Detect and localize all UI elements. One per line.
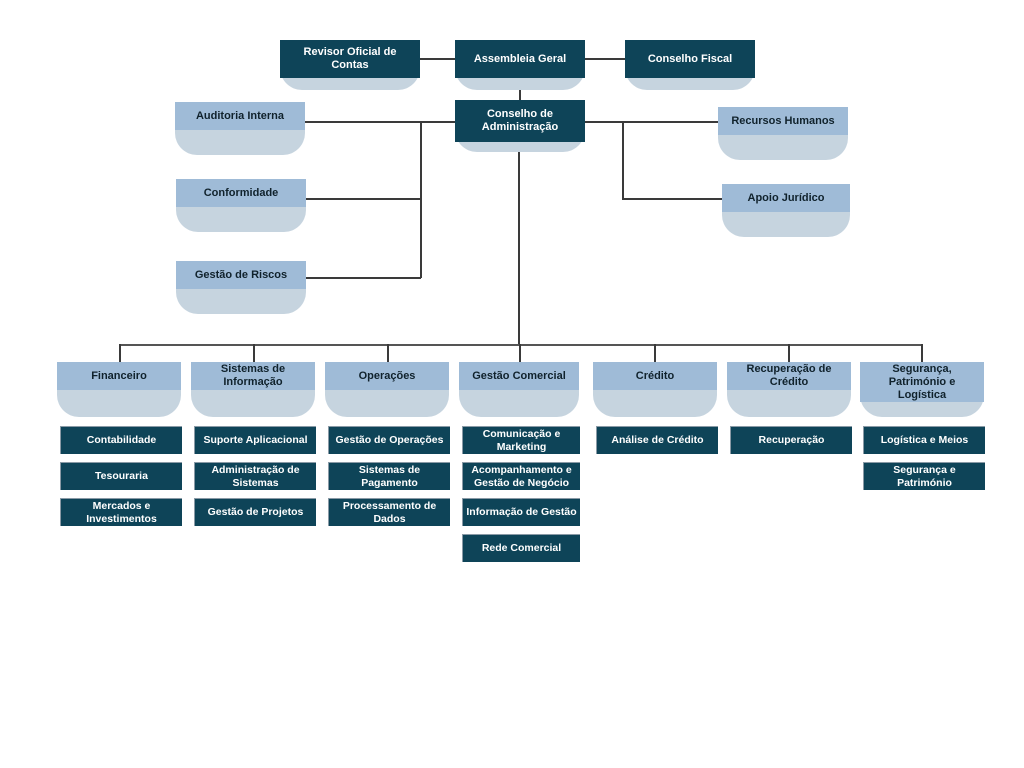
node-label: Conselho Fiscal <box>625 40 755 78</box>
node-label: Financeiro <box>57 362 181 390</box>
node-label: Sistemas de Informação <box>191 362 315 390</box>
node-revisor-oficial-de-contas[interactable]: Revisor Oficial de Contas <box>280 40 420 90</box>
leaf-gestao-de-projetos[interactable]: Gestão de Projetos <box>194 498 316 526</box>
node-recuperacao-de-credito[interactable]: Recuperação de Crédito <box>727 362 851 417</box>
node-apoio-juridico[interactable]: Apoio Jurídico <box>722 184 850 237</box>
node-conselho-de-administracao[interactable]: Conselho de Administração <box>455 100 585 152</box>
node-label: Gestão de Riscos <box>176 261 306 289</box>
node-label: Segurança, Património e Logística <box>860 362 984 402</box>
node-label: Crédito <box>593 362 717 390</box>
connector-ca-right <box>585 121 718 123</box>
connector-drop-recuperacao <box>788 344 790 362</box>
node-credito[interactable]: Crédito <box>593 362 717 417</box>
connector-drop-seguranca <box>921 344 923 362</box>
leaf-seguranca-e-patrimonio[interactable]: Segurança e Património <box>863 462 985 490</box>
connector-drop-operacoes <box>387 344 389 362</box>
leaf-administracao-de-sistemas[interactable]: Administração de Sistemas <box>194 462 316 490</box>
leaf-logistica-e-meios[interactable]: Logística e Meios <box>863 426 985 454</box>
connector-conformidade <box>305 198 421 200</box>
leaf-gestao-de-operacoes[interactable]: Gestão de Operações <box>328 426 450 454</box>
node-label: Auditoria Interna <box>175 102 305 130</box>
node-gestao-de-riscos[interactable]: Gestão de Riscos <box>176 261 306 314</box>
node-operacoes[interactable]: Operações <box>325 362 449 417</box>
node-label: Assembleia Geral <box>455 40 585 78</box>
connector-right-spine <box>622 121 624 199</box>
connector-drop-comercial <box>519 344 521 362</box>
node-assembleia-geral[interactable]: Assembleia Geral <box>455 40 585 90</box>
node-conselho-fiscal[interactable]: Conselho Fiscal <box>625 40 755 90</box>
connector-apoio-juridico <box>622 198 722 200</box>
connector-drop-financeiro <box>119 344 121 362</box>
leaf-rede-comercial[interactable]: Rede Comercial <box>462 534 580 562</box>
connector-assembleia-conselhofiscal <box>585 58 625 60</box>
leaf-recuperacao[interactable]: Recuperação <box>730 426 852 454</box>
leaf-contabilidade[interactable]: Contabilidade <box>60 426 182 454</box>
node-label: Apoio Jurídico <box>722 184 850 212</box>
node-label: Recuperação de Crédito <box>727 362 851 390</box>
node-label: Conselho de Administração <box>455 100 585 142</box>
node-auditoria-interna[interactable]: Auditoria Interna <box>175 102 305 155</box>
connector-drop-sistemas <box>253 344 255 362</box>
leaf-mercados-e-investimentos[interactable]: Mercados e Investimentos <box>60 498 182 526</box>
leaf-sistemas-de-pagamento[interactable]: Sistemas de Pagamento <box>328 462 450 490</box>
leaf-informacao-de-gestao[interactable]: Informação de Gestão <box>462 498 580 526</box>
node-label: Conformidade <box>176 179 306 207</box>
leaf-tesouraria[interactable]: Tesouraria <box>60 462 182 490</box>
leaf-suporte-aplicacional[interactable]: Suporte Aplicacional <box>194 426 316 454</box>
connector-auditoria <box>305 121 455 123</box>
node-label: Recursos Humanos <box>718 107 848 135</box>
leaf-processamento-de-dados[interactable]: Processamento de Dados <box>328 498 450 526</box>
node-seguranca-patrimonio-e-logistica[interactable]: Segurança, Património e Logística <box>860 362 984 417</box>
node-gestao-comercial[interactable]: Gestão Comercial <box>459 362 579 417</box>
connector-ca-down <box>518 150 520 345</box>
node-label: Operações <box>325 362 449 390</box>
connector-drop-credito <box>654 344 656 362</box>
node-sistemas-de-informacao[interactable]: Sistemas de Informação <box>191 362 315 417</box>
node-label: Gestão Comercial <box>459 362 579 390</box>
connector-assembleia-down <box>519 90 521 104</box>
connector-revisor-assembleia <box>420 58 455 60</box>
leaf-comunicacao-e-marketing[interactable]: Comunicação e Marketing <box>462 426 580 454</box>
connector-gestao-riscos <box>305 277 421 279</box>
node-label: Revisor Oficial de Contas <box>280 40 420 78</box>
node-financeiro[interactable]: Financeiro <box>57 362 181 417</box>
leaf-analise-de-credito[interactable]: Análise de Crédito <box>596 426 718 454</box>
node-recursos-humanos[interactable]: Recursos Humanos <box>718 107 848 160</box>
leaf-acompanhamento-e-gestao-de-negocio[interactable]: Acompanhamento e Gestão de Negócio <box>462 462 580 490</box>
node-conformidade[interactable]: Conformidade <box>176 179 306 232</box>
